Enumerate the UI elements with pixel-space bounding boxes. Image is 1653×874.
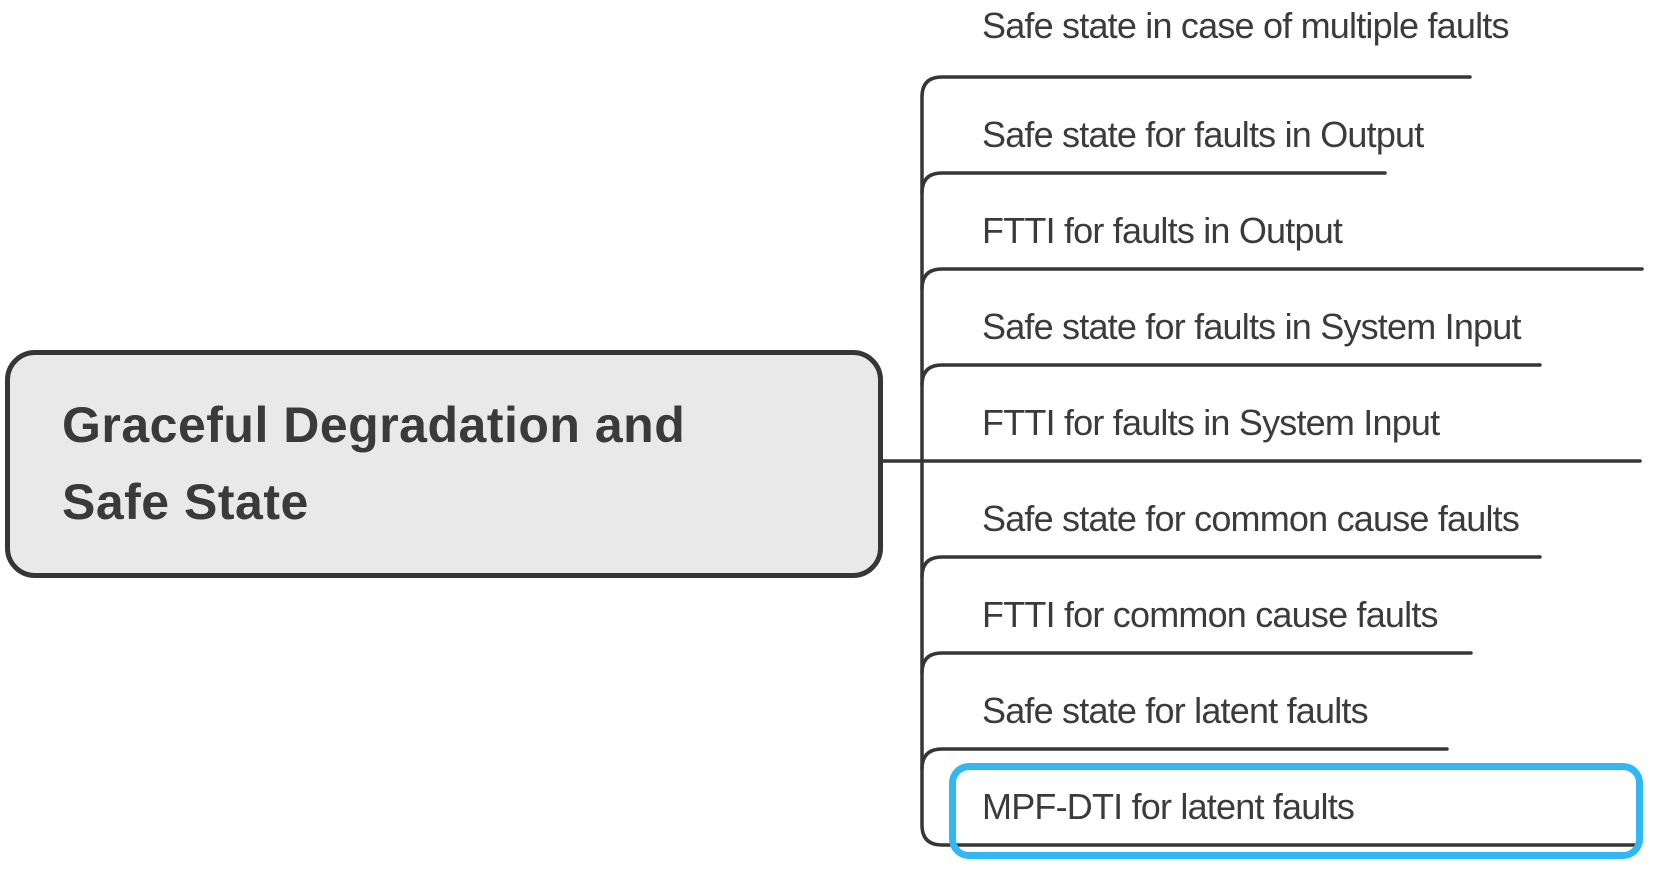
branch-item-ftti-output[interactable]: FTTI for faults in Output	[982, 210, 1343, 251]
branch-item-safe-state-system-input[interactable]: Safe state for faults in System Input	[982, 306, 1521, 347]
branch-connector	[920, 747, 1449, 771]
branch-item-ftti-common-cause[interactable]: FTTI for common cause faults	[982, 594, 1439, 635]
branch-item-safe-state-multiple-faults[interactable]: Safe state in case of multiple faults	[982, 5, 1510, 46]
trunk-line	[920, 75, 1637, 847]
branch-connector	[920, 363, 1542, 387]
root-node-title-line1: Graceful Degradation and	[62, 397, 686, 453]
branch-item-safe-state-latent[interactable]: Safe state for latent faults	[982, 690, 1369, 731]
branch-connector	[920, 267, 1644, 291]
branch-connector	[920, 651, 1473, 675]
root-node[interactable]: Graceful Degradation and Safe State	[5, 350, 883, 578]
branch-item-safe-state-common-cause[interactable]: Safe state for common cause faults	[982, 498, 1520, 539]
branch-item-mpf-dti-latent[interactable]: MPF-DTI for latent faults	[982, 786, 1355, 827]
root-node-title-line2: Safe State	[62, 474, 309, 530]
branch-item-ftti-system-input[interactable]: FTTI for faults in System Input	[982, 402, 1440, 443]
branch-connector	[920, 171, 1387, 195]
branch-item-safe-state-output[interactable]: Safe state for faults in Output	[982, 114, 1424, 155]
branch-connector	[920, 555, 1542, 579]
